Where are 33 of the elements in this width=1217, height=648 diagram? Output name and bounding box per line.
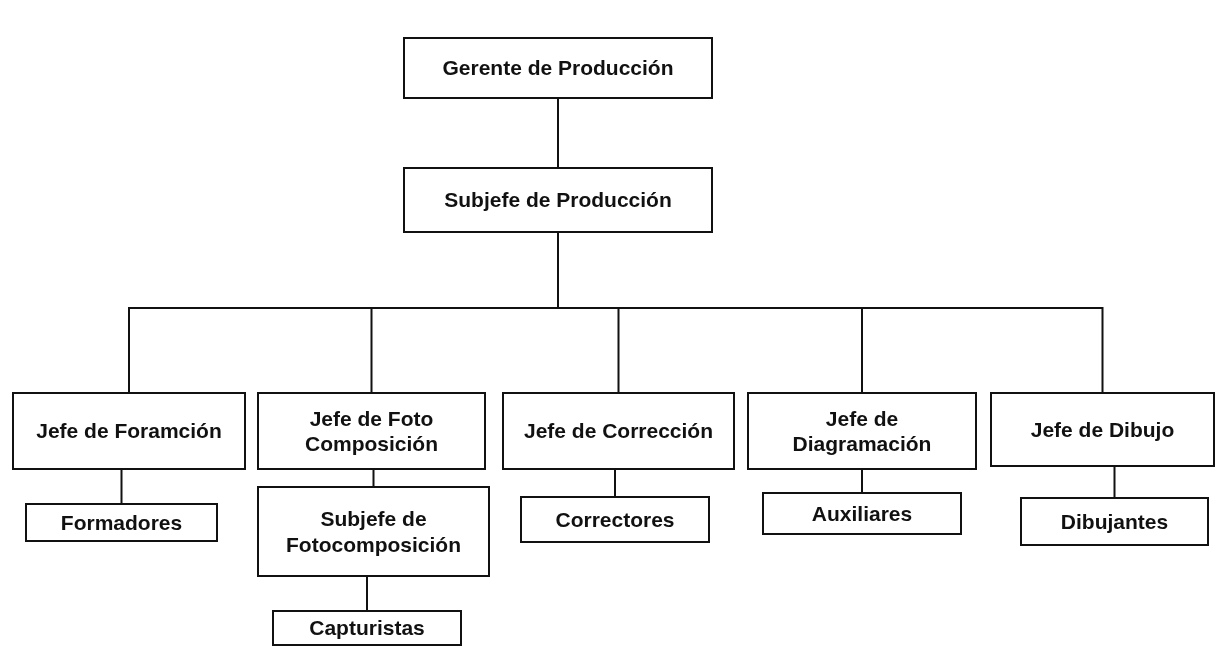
role-label: Subjefe de Fotocomposición <box>285 506 462 557</box>
connector-line <box>366 576 368 611</box>
role-label: Capturistas <box>309 615 425 641</box>
org-box <box>747 392 977 470</box>
role-label: Dibujantes <box>1060 508 1169 535</box>
org-box <box>257 486 490 577</box>
role-label: Correctores <box>555 506 675 533</box>
role-label: Jefe de Foramción <box>36 418 222 444</box>
org-box <box>762 492 962 535</box>
connector-line <box>120 469 123 504</box>
connector-line <box>614 469 616 497</box>
role-label: Jefe de Diagramación <box>791 405 933 457</box>
role-label: Subjefe de Producción <box>444 187 672 213</box>
role-label: Auxiliares <box>811 500 913 527</box>
role-label: Jefe de Foto Composición <box>304 405 439 457</box>
connector-line <box>861 469 863 493</box>
org-box <box>403 167 713 233</box>
org-box <box>990 392 1215 467</box>
role-label: Gerente de Producción <box>442 55 674 81</box>
org-box <box>12 392 246 470</box>
org-box <box>272 610 462 646</box>
org-box <box>257 392 486 470</box>
org-box <box>1020 497 1209 546</box>
role-label: Jefe de Dibujo <box>1030 416 1175 443</box>
connector-line <box>557 98 559 168</box>
role-label: Jefe de Corrección <box>523 418 714 444</box>
org-box <box>25 503 218 542</box>
role-label: Formadores <box>60 509 183 536</box>
org-box <box>403 37 713 99</box>
org-box <box>520 496 710 543</box>
connector-line <box>372 469 375 487</box>
org-box <box>502 392 735 470</box>
connector-line <box>1113 466 1116 498</box>
